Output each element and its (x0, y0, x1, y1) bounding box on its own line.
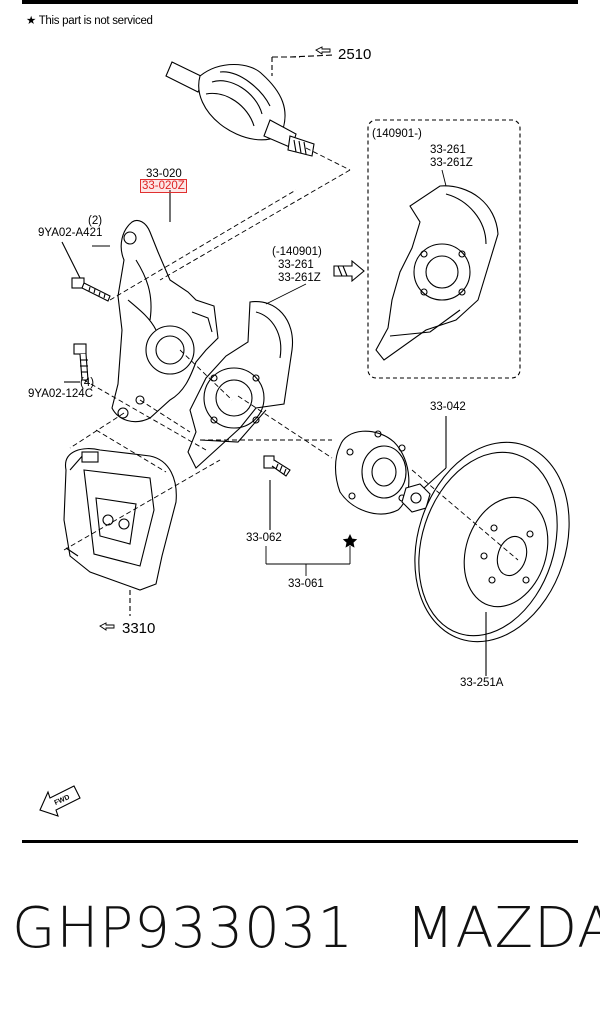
note-text: This part is not serviced (38, 15, 153, 27)
brake-caliper-part[interactable] (63, 448, 177, 616)
rotor-part-number[interactable]: 33-251A (460, 677, 504, 689)
footer-part-number: GHP933031 (12, 896, 355, 961)
callout-2510[interactable]: 2510 (338, 46, 372, 63)
bottom-border (22, 840, 578, 843)
footer-brand: MAZDA (406, 896, 600, 961)
exploded-parts-diagram: FWD (39, 46, 594, 817)
dust-shield-new-alt-part-number[interactable]: 33-261Z (430, 157, 473, 169)
footer-caption: GHP933031 MAZDA (12, 896, 600, 961)
dust-shield-new-part-number[interactable]: 33-261 (430, 144, 466, 156)
reference-arrow-icon (99, 622, 115, 631)
hub-bolt-part-number[interactable]: 33-062 (246, 532, 282, 544)
hub-bolt-part[interactable] (263, 455, 291, 530)
steering-knuckle-part[interactable] (111, 190, 219, 423)
bolt-part-number[interactable]: 9YA02-A421 (38, 227, 103, 239)
drive-shaft-part[interactable] (165, 54, 335, 157)
dust-shield-part[interactable] (187, 301, 294, 469)
star-icon (342, 534, 358, 548)
dust-shield-old-part-number[interactable]: 33-261 (278, 259, 314, 271)
dust-shield-new-date: (140901-) (372, 128, 422, 140)
wheel-hub-part[interactable] (334, 430, 410, 515)
dust-shield-old-alt-part-number[interactable]: 33-261Z (278, 272, 321, 284)
fwd-arrow-icon (39, 785, 81, 817)
caliper-bolt-part[interactable] (64, 343, 89, 383)
lock-nut-part-number[interactable]: 33-042 (430, 401, 466, 413)
reference-arrow-icon (315, 46, 331, 55)
new-shield-box (367, 119, 521, 379)
star-icon: ★ (26, 15, 37, 27)
not-serviced-note: ★ This part is not serviced (26, 13, 153, 27)
dust-shield-old-date: (-140901) (272, 246, 322, 258)
bolt2-part-number[interactable]: 9YA02-124C (28, 388, 93, 400)
hub-assembly-part-number[interactable]: 33-061 (288, 578, 324, 590)
top-border (22, 0, 578, 4)
bolt-quantity: (2) (88, 215, 103, 227)
brake-rotor-part[interactable] (390, 422, 594, 676)
knuckle-highlighted-part-number[interactable]: 33-020Z (140, 179, 187, 193)
callout-3310[interactable]: 3310 (122, 620, 156, 637)
knuckle-part-number[interactable]: 33-020 (146, 168, 182, 180)
bolt2-quantity: (4) (80, 377, 95, 389)
dust-shield-new-part[interactable] (375, 185, 499, 361)
knuckle-bolt-part[interactable] (61, 241, 111, 302)
hollow-arrow-icon (333, 259, 365, 283)
